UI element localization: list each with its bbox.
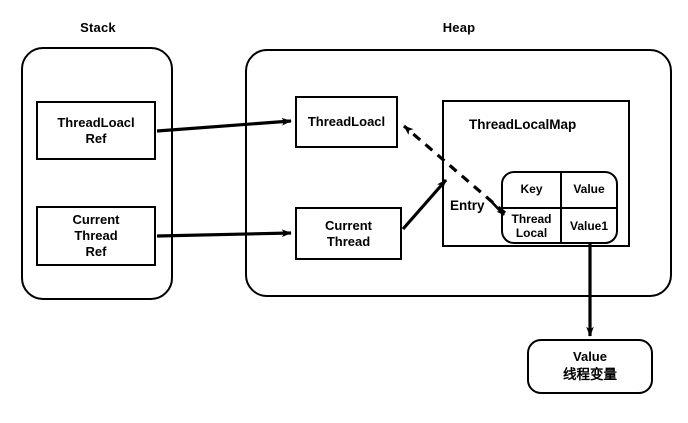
current-thread-ref-line2: Thread xyxy=(74,228,118,244)
box-threadlocal-object: ThreadLoacl xyxy=(295,96,398,148)
entry-table: Key Value Thread Local Value1 xyxy=(501,171,618,244)
heap-region xyxy=(245,49,672,297)
box-value: Value 线程变量 xyxy=(527,339,653,394)
current-thread-ref-line3: Ref xyxy=(85,243,107,259)
box-threadlocal-ref: ThreadLoacl Ref xyxy=(36,101,156,160)
entry-table-row: Thread Local Value1 xyxy=(503,209,616,242)
value-box-line1: Value xyxy=(573,349,607,365)
value-box-line2: 线程变量 xyxy=(563,367,617,383)
entry-header-key: Key xyxy=(503,173,562,207)
threadlocalmap-title: ThreadLocalMap xyxy=(469,117,577,132)
threadlocal-ref-line2: Ref xyxy=(85,130,107,146)
entry-cell-key-line2: Local xyxy=(515,225,548,240)
stack-region xyxy=(21,47,173,300)
current-thread-ref-line1: Current xyxy=(72,212,120,228)
box-current-thread-object: Current Thread xyxy=(295,207,402,260)
threadlocal-ref-line1: ThreadLoacl xyxy=(57,114,135,130)
entry-table-header-row: Key Value xyxy=(503,173,616,209)
entry-label: Entry xyxy=(450,198,485,213)
entry-header-value: Value xyxy=(573,182,605,197)
box-current-thread-ref: Current Thread Ref xyxy=(36,206,156,266)
entry-cell-key-line1: Thread xyxy=(511,212,552,227)
stack-region-title: Stack xyxy=(80,20,116,35)
entry-cell-value: Value1 xyxy=(569,218,609,233)
threadlocal-object-line1: ThreadLoacl xyxy=(307,114,386,130)
entry-cell-key: Thread Local xyxy=(503,209,562,242)
current-thread-object-line2: Thread xyxy=(326,233,371,249)
current-thread-object-line1: Current xyxy=(325,217,372,233)
heap-region-title: Heap xyxy=(442,20,476,35)
